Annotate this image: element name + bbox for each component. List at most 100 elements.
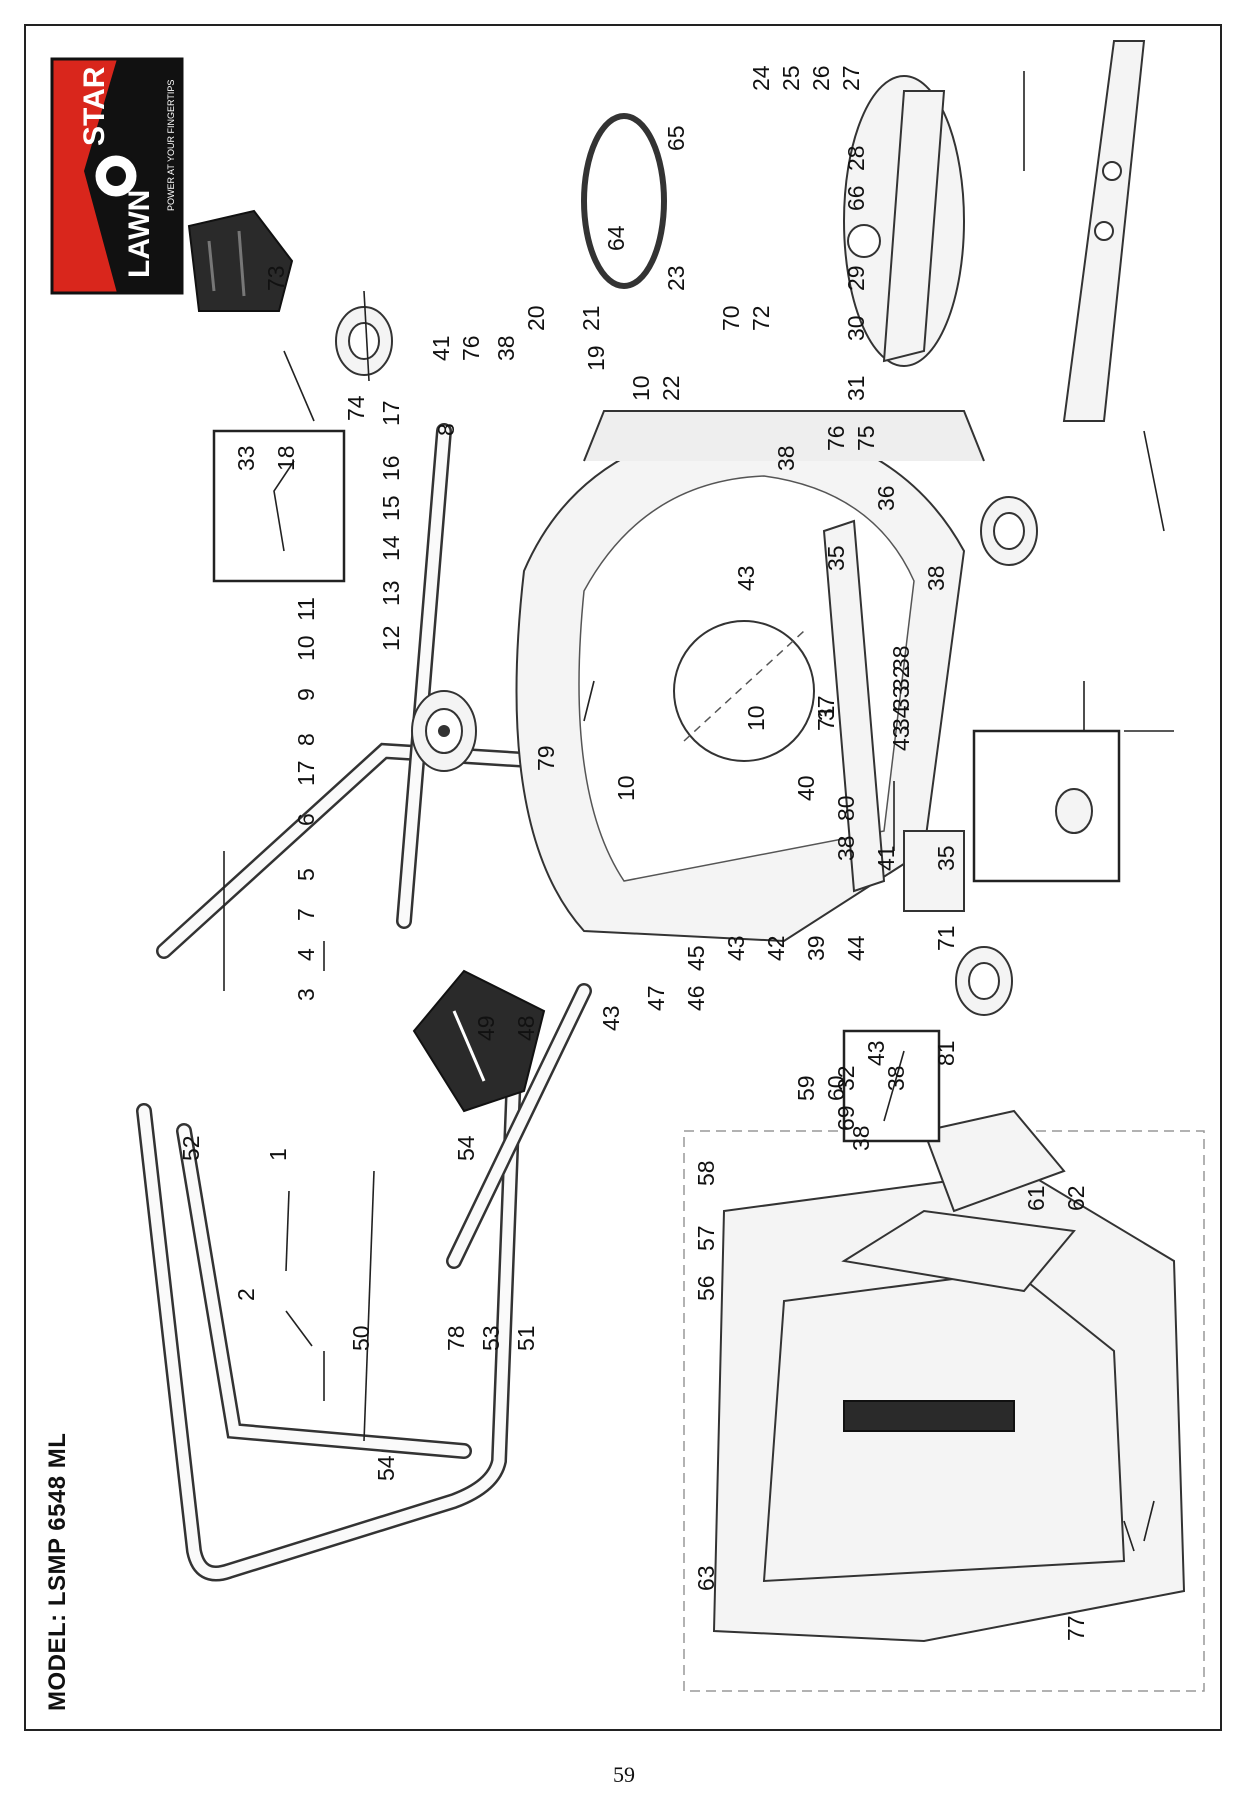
callout-7: 7: [293, 908, 319, 921]
callout-10d: 10: [613, 775, 639, 801]
callout-72: 72: [748, 305, 774, 331]
callout-8b: 8: [433, 423, 459, 436]
exploded-parts-diagram: LAWN STAR POWER AT YOUR FINGERTIPS: [50, 40, 1205, 1692]
callout-58: 58: [693, 1160, 719, 1186]
callout-28: 28: [843, 145, 869, 171]
callout-5: 5: [293, 868, 319, 881]
callout-71a: 71: [813, 705, 839, 731]
callout-60: 60: [823, 1075, 849, 1101]
rotated-diagram: MODEL: LSMP 6548 ML LAWN STAR POWER AT Y…: [24, 24, 1222, 1731]
callout-48: 48: [513, 1015, 539, 1041]
callout-61: 61: [1023, 1185, 1049, 1211]
callout-54b: 54: [373, 1455, 399, 1481]
leader-lines: [223, 71, 1174, 1552]
grass-catcher-frame: [412, 969, 546, 1113]
callout-54a: 54: [453, 1135, 479, 1161]
callout-10b: 10: [628, 375, 654, 401]
callout-66: 66: [843, 185, 869, 211]
blade: [1062, 40, 1146, 422]
callout-10c: 10: [743, 705, 769, 731]
callout-3: 3: [293, 988, 319, 1001]
wheel-top-left: [335, 306, 393, 376]
callout-47: 47: [643, 985, 669, 1011]
callout-57: 57: [693, 1225, 719, 1251]
callout-41b: 41: [873, 845, 899, 871]
callout-43c: 43: [723, 935, 749, 961]
callout-64: 64: [603, 225, 629, 251]
callout-30: 30: [843, 315, 869, 341]
logo-text-left: LAWN: [123, 190, 156, 278]
callout-22: 22: [658, 375, 684, 401]
callout-46: 46: [683, 985, 709, 1011]
callout-43b: 43: [888, 725, 914, 751]
callout-41a: 41: [428, 335, 454, 361]
callout-38a: 38: [493, 335, 519, 361]
callout-43a: 43: [733, 565, 759, 591]
callout-71b: 71: [933, 925, 959, 951]
callout-19: 19: [583, 345, 609, 371]
page-border: [24, 24, 1222, 1731]
front-wheel-right: [980, 496, 1038, 566]
callout-78: 78: [443, 1325, 469, 1351]
callout-52: 52: [178, 1135, 204, 1161]
callout-73: 73: [263, 265, 289, 291]
inset-box-height-adjust: [212, 429, 346, 583]
callout-23: 23: [663, 265, 689, 291]
callout-15: 15: [378, 495, 404, 521]
callout-37: 37: [813, 695, 839, 721]
callout-80: 80: [833, 795, 859, 821]
callout-81: 81: [933, 1040, 959, 1066]
callout-65: 65: [663, 125, 689, 151]
callout-74: 74: [343, 395, 369, 421]
grass-bag: [712, 1109, 1186, 1643]
callout-24: 24: [748, 65, 774, 91]
rear-wheel-top: [411, 690, 477, 772]
callout-4: 4: [293, 948, 319, 961]
inset-box-rear-wheel: [972, 729, 1121, 883]
callout-33a: 33: [233, 445, 259, 471]
lawnstar-logo: LAWN STAR POWER AT YOUR FINGERTIPS: [50, 57, 184, 295]
callout-53: 53: [478, 1325, 504, 1351]
blade-plate: [843, 75, 965, 367]
side-discharge-ring: [581, 113, 667, 289]
callout-11: 11: [293, 597, 319, 621]
callout-38g: 38: [923, 565, 949, 591]
callout-38f: 38: [848, 1125, 874, 1151]
callout-38c: 38: [888, 645, 914, 671]
callout-16: 16: [378, 455, 404, 481]
callout-35a: 35: [823, 545, 849, 571]
callout-8a: 8: [293, 733, 319, 746]
logo-text-right: STAR: [78, 66, 111, 146]
callout-42: 42: [763, 935, 789, 961]
callout-77: 77: [1063, 1615, 1089, 1641]
callout-69: 69: [833, 1105, 859, 1131]
inset-box-latch: [842, 1029, 941, 1143]
callout-17b: 17: [378, 400, 404, 426]
rear-wheel-left: [955, 946, 1013, 1016]
callout-50: 50: [348, 1325, 374, 1351]
callout-6: 6: [293, 813, 319, 826]
callout-33b: 33: [888, 685, 914, 711]
callout-75: 75: [853, 425, 879, 451]
callout-45: 45: [683, 945, 709, 971]
callout-49: 49: [473, 1015, 499, 1041]
callout-38d: 38: [833, 835, 859, 861]
callout-9: 9: [293, 688, 319, 701]
callout-43d: 43: [598, 1005, 624, 1031]
callout-18: 18: [273, 445, 299, 471]
callout-40: 40: [793, 775, 819, 801]
callout-51: 51: [513, 1325, 539, 1351]
callout-44: 44: [843, 935, 869, 961]
callout-76b: 76: [823, 425, 849, 451]
callout-12: 12: [378, 625, 404, 651]
callout-10a: 10: [293, 635, 319, 661]
callout-38b: 38: [773, 445, 799, 471]
front-axle-inner: [398, 425, 450, 927]
callout-79: 79: [533, 745, 559, 771]
engine: [187, 209, 294, 312]
callout-39: 39: [803, 935, 829, 961]
callout-31: 31: [843, 375, 869, 401]
callout-27: 27: [838, 65, 864, 91]
logo-tagline: POWER AT YOUR FINGERTIPS: [166, 80, 176, 211]
callout-62: 62: [1063, 1185, 1089, 1211]
